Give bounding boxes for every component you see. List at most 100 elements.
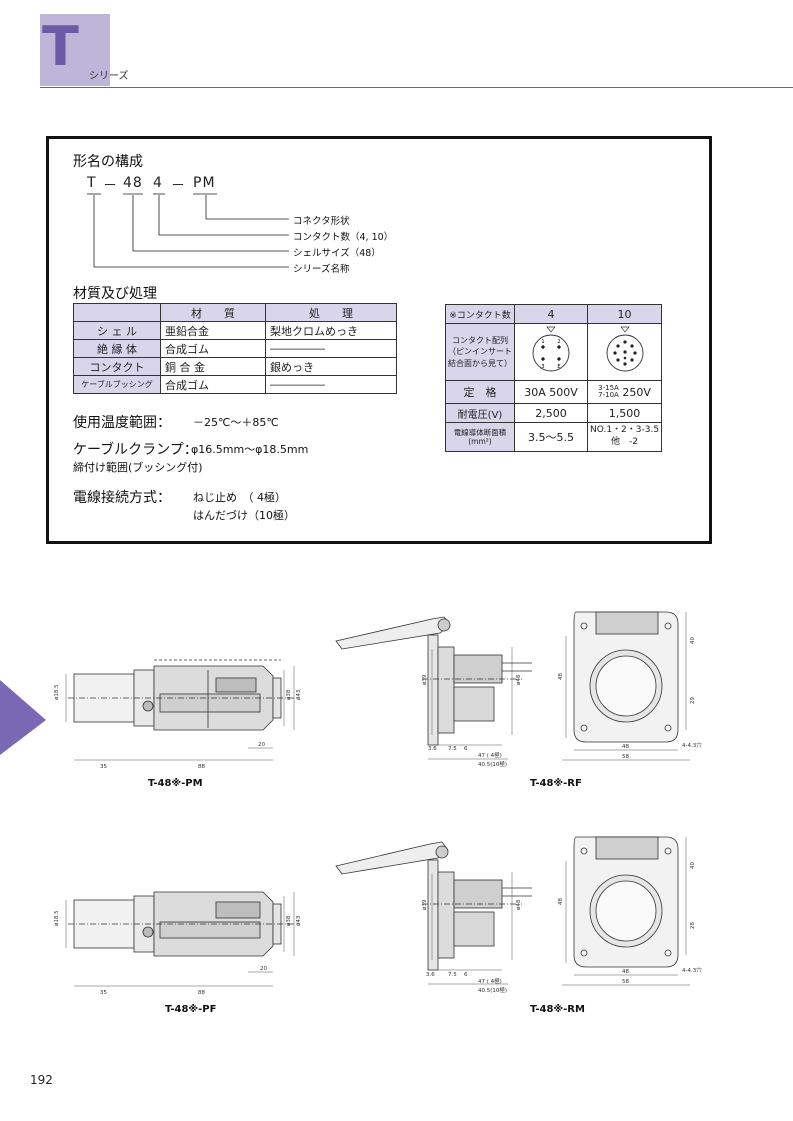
svg-text:3: 3 <box>541 364 544 370</box>
voltage-4: 2,500 <box>514 403 588 423</box>
materials-table: 材 質 処 理 シ ェ ル 亜鉛合金 梨地クロムめっき 絶 縁 体 合成ゴム ―… <box>73 303 397 394</box>
svg-text:ø38: ø38 <box>286 689 292 700</box>
svg-text:58: 58 <box>622 754 629 760</box>
svg-text:48: 48 <box>558 898 564 905</box>
spec-box: 形名の構成 T － 48 4 － PM コネクタ形状 コンタクト数（4, 10）… <box>46 136 712 544</box>
svg-text:ø48: ø48 <box>516 674 522 685</box>
svg-text:35: 35 <box>100 764 107 770</box>
wire-10: NO.1・2・3-3.5 他 -2 <box>586 422 663 452</box>
model-structure-title: 形名の構成 <box>73 154 143 170</box>
svg-text:ø39: ø39 <box>422 899 428 910</box>
caption-pm: T-48※-PM <box>148 778 203 789</box>
contacts-header-10: 10 <box>586 304 663 324</box>
model-code-dash1: － <box>103 178 118 194</box>
svg-text:ø18.5: ø18.5 <box>54 684 60 700</box>
svg-text:ø43: ø43 <box>296 689 302 700</box>
svg-text:ø38: ø38 <box>286 915 292 926</box>
svg-text:48: 48 <box>558 673 564 680</box>
layout-label: コンタクト配列 （ピンインサート 結合面から見て） <box>445 323 515 381</box>
svg-text:2: 2 <box>557 339 560 345</box>
materials-title: 材質及び処理 <box>73 286 157 302</box>
svg-text:48: 48 <box>622 969 629 975</box>
callout-series-name: シリーズ名称 <box>293 264 350 275</box>
drawing-rm-front: 48 48 58 40 28 4-4.3穴 <box>558 836 702 986</box>
table-row: 絶 縁 体 合成ゴム ――――― <box>73 339 397 358</box>
wiring-solder: はんだづけ（10極） <box>193 509 295 522</box>
series-label: シリーズ <box>89 71 129 82</box>
header-material: 材 質 <box>160 303 266 322</box>
model-code-shell: 48 <box>123 175 143 191</box>
svg-text:ø43: ø43 <box>296 915 302 926</box>
svg-text:4-4.3穴: 4-4.3穴 <box>682 741 702 749</box>
wiring-screw: ねじ止め （ 4極） <box>193 491 286 504</box>
model-callout-lines <box>87 193 289 268</box>
table-row: ※コンタクト数 4 10 <box>445 304 663 324</box>
part-cell: 絶 縁 体 <box>73 339 161 358</box>
contacts-header-4: 4 <box>514 304 588 324</box>
treatment-cell: ――――― <box>265 339 397 358</box>
svg-text:40.5(10極): 40.5(10極) <box>478 986 507 994</box>
svg-text:4-4.3穴: 4-4.3穴 <box>682 966 702 974</box>
svg-text:7.5: 7.5 <box>448 746 457 752</box>
layout-4-cell: 1 2 3 E <box>514 323 588 381</box>
svg-text:47 ( 4極): 47 ( 4極) <box>478 977 502 985</box>
pin-layout-10-icon <box>606 326 643 371</box>
clamp-label: ケーブルクランプ： <box>73 442 198 458</box>
callout-shell-size: シェルサイズ（48） <box>293 248 381 259</box>
header-rule <box>40 87 793 88</box>
model-code-contacts: 4 <box>153 175 163 191</box>
caption-pf: T-48※-PF <box>165 1004 217 1015</box>
wire-4: 3.5～5.5 <box>514 422 588 452</box>
svg-text:7.5: 7.5 <box>448 972 457 978</box>
table-row: 電線導体断面積 (mm²) 3.5～5.5 NO.1・2・3-3.5 他 -2 <box>445 422 663 452</box>
drawing-rf-front: 48 48 58 40 29 4-4.3穴 <box>558 611 702 761</box>
svg-text:29: 29 <box>690 697 696 704</box>
svg-text:6: 6 <box>464 972 468 978</box>
pin-layout-4-icon: 1 2 3 E <box>532 326 570 371</box>
layout-10-cell <box>586 323 663 381</box>
contacts-table: ※コンタクト数 4 10 コンタクト配列 （ピンインサート 結合面から見て） 1 <box>445 304 663 452</box>
caption-rm: T-48※-RM <box>530 1004 585 1015</box>
drawing-rf: ø39 ø48 3.6 7.5 6 47 ( 4極) 40.5(10極) <box>335 616 532 768</box>
clamp-sub: 締付け範囲(ブッシング付) <box>73 461 203 474</box>
drawing-rm: ø39 ø48 3.6 7.5 6 47 ( 4極) 40.5(10極) <box>335 841 532 994</box>
part-cell: コンタクト <box>73 357 161 376</box>
svg-text:E: E <box>557 364 560 370</box>
table-row: 材 質 処 理 <box>73 303 397 322</box>
svg-text:40.5(10極): 40.5(10極) <box>478 760 507 768</box>
side-marker <box>0 680 46 755</box>
temperature-label: 使用温度範囲： <box>73 415 171 431</box>
svg-text:40: 40 <box>690 637 696 644</box>
svg-text:88: 88 <box>198 990 205 996</box>
drawing-pf: ø18.5 ø38 ø43 20 35 88 <box>54 891 302 996</box>
rating-label: 定 格 <box>445 380 515 404</box>
material-cell: 合成ゴム <box>160 339 266 358</box>
callout-connector-form: コネクタ形状 <box>293 216 350 227</box>
drawing-pm: ø18.5 ø38 ø43 20 35 88 <box>54 659 302 770</box>
svg-text:3.6: 3.6 <box>426 972 435 978</box>
svg-text:1: 1 <box>541 339 544 345</box>
series-letter: T <box>42 15 79 78</box>
material-cell: 銅 合 金 <box>160 357 266 376</box>
material-cell: 亜鉛合金 <box>160 321 266 340</box>
treatment-cell: ――――― <box>265 375 397 394</box>
rating-10: 3-15A 7-10A 250V <box>586 380 663 404</box>
svg-text:3.6: 3.6 <box>428 746 437 752</box>
svg-text:28: 28 <box>690 922 696 929</box>
rating-4: 30A 500V <box>514 380 588 404</box>
contacts-header-label: ※コンタクト数 <box>445 304 515 324</box>
model-code-dash2: － <box>171 178 186 194</box>
material-cell: 合成ゴム <box>160 375 266 394</box>
svg-text:20: 20 <box>258 742 265 748</box>
clamp-value: φ16.5mm～φ18.5mm <box>191 443 309 456</box>
part-cell: シ ェ ル <box>73 321 161 340</box>
wire-label: 電線導体断面積 (mm²) <box>445 422 515 452</box>
voltage-label: 耐電圧(V) <box>445 403 515 423</box>
temperature-value: －25℃～＋85℃ <box>193 416 279 429</box>
table-row: 耐電圧(V) 2,500 1,500 <box>445 403 663 423</box>
svg-text:ø48: ø48 <box>516 899 522 910</box>
treatment-cell: 梨地クロムめっき <box>265 321 397 340</box>
table-row: コンタクト 銅 合 金 銀めっき <box>73 357 397 376</box>
svg-text:ø39: ø39 <box>422 674 428 685</box>
table-row: ケーブルブッシング 合成ゴム ――――― <box>73 375 397 394</box>
